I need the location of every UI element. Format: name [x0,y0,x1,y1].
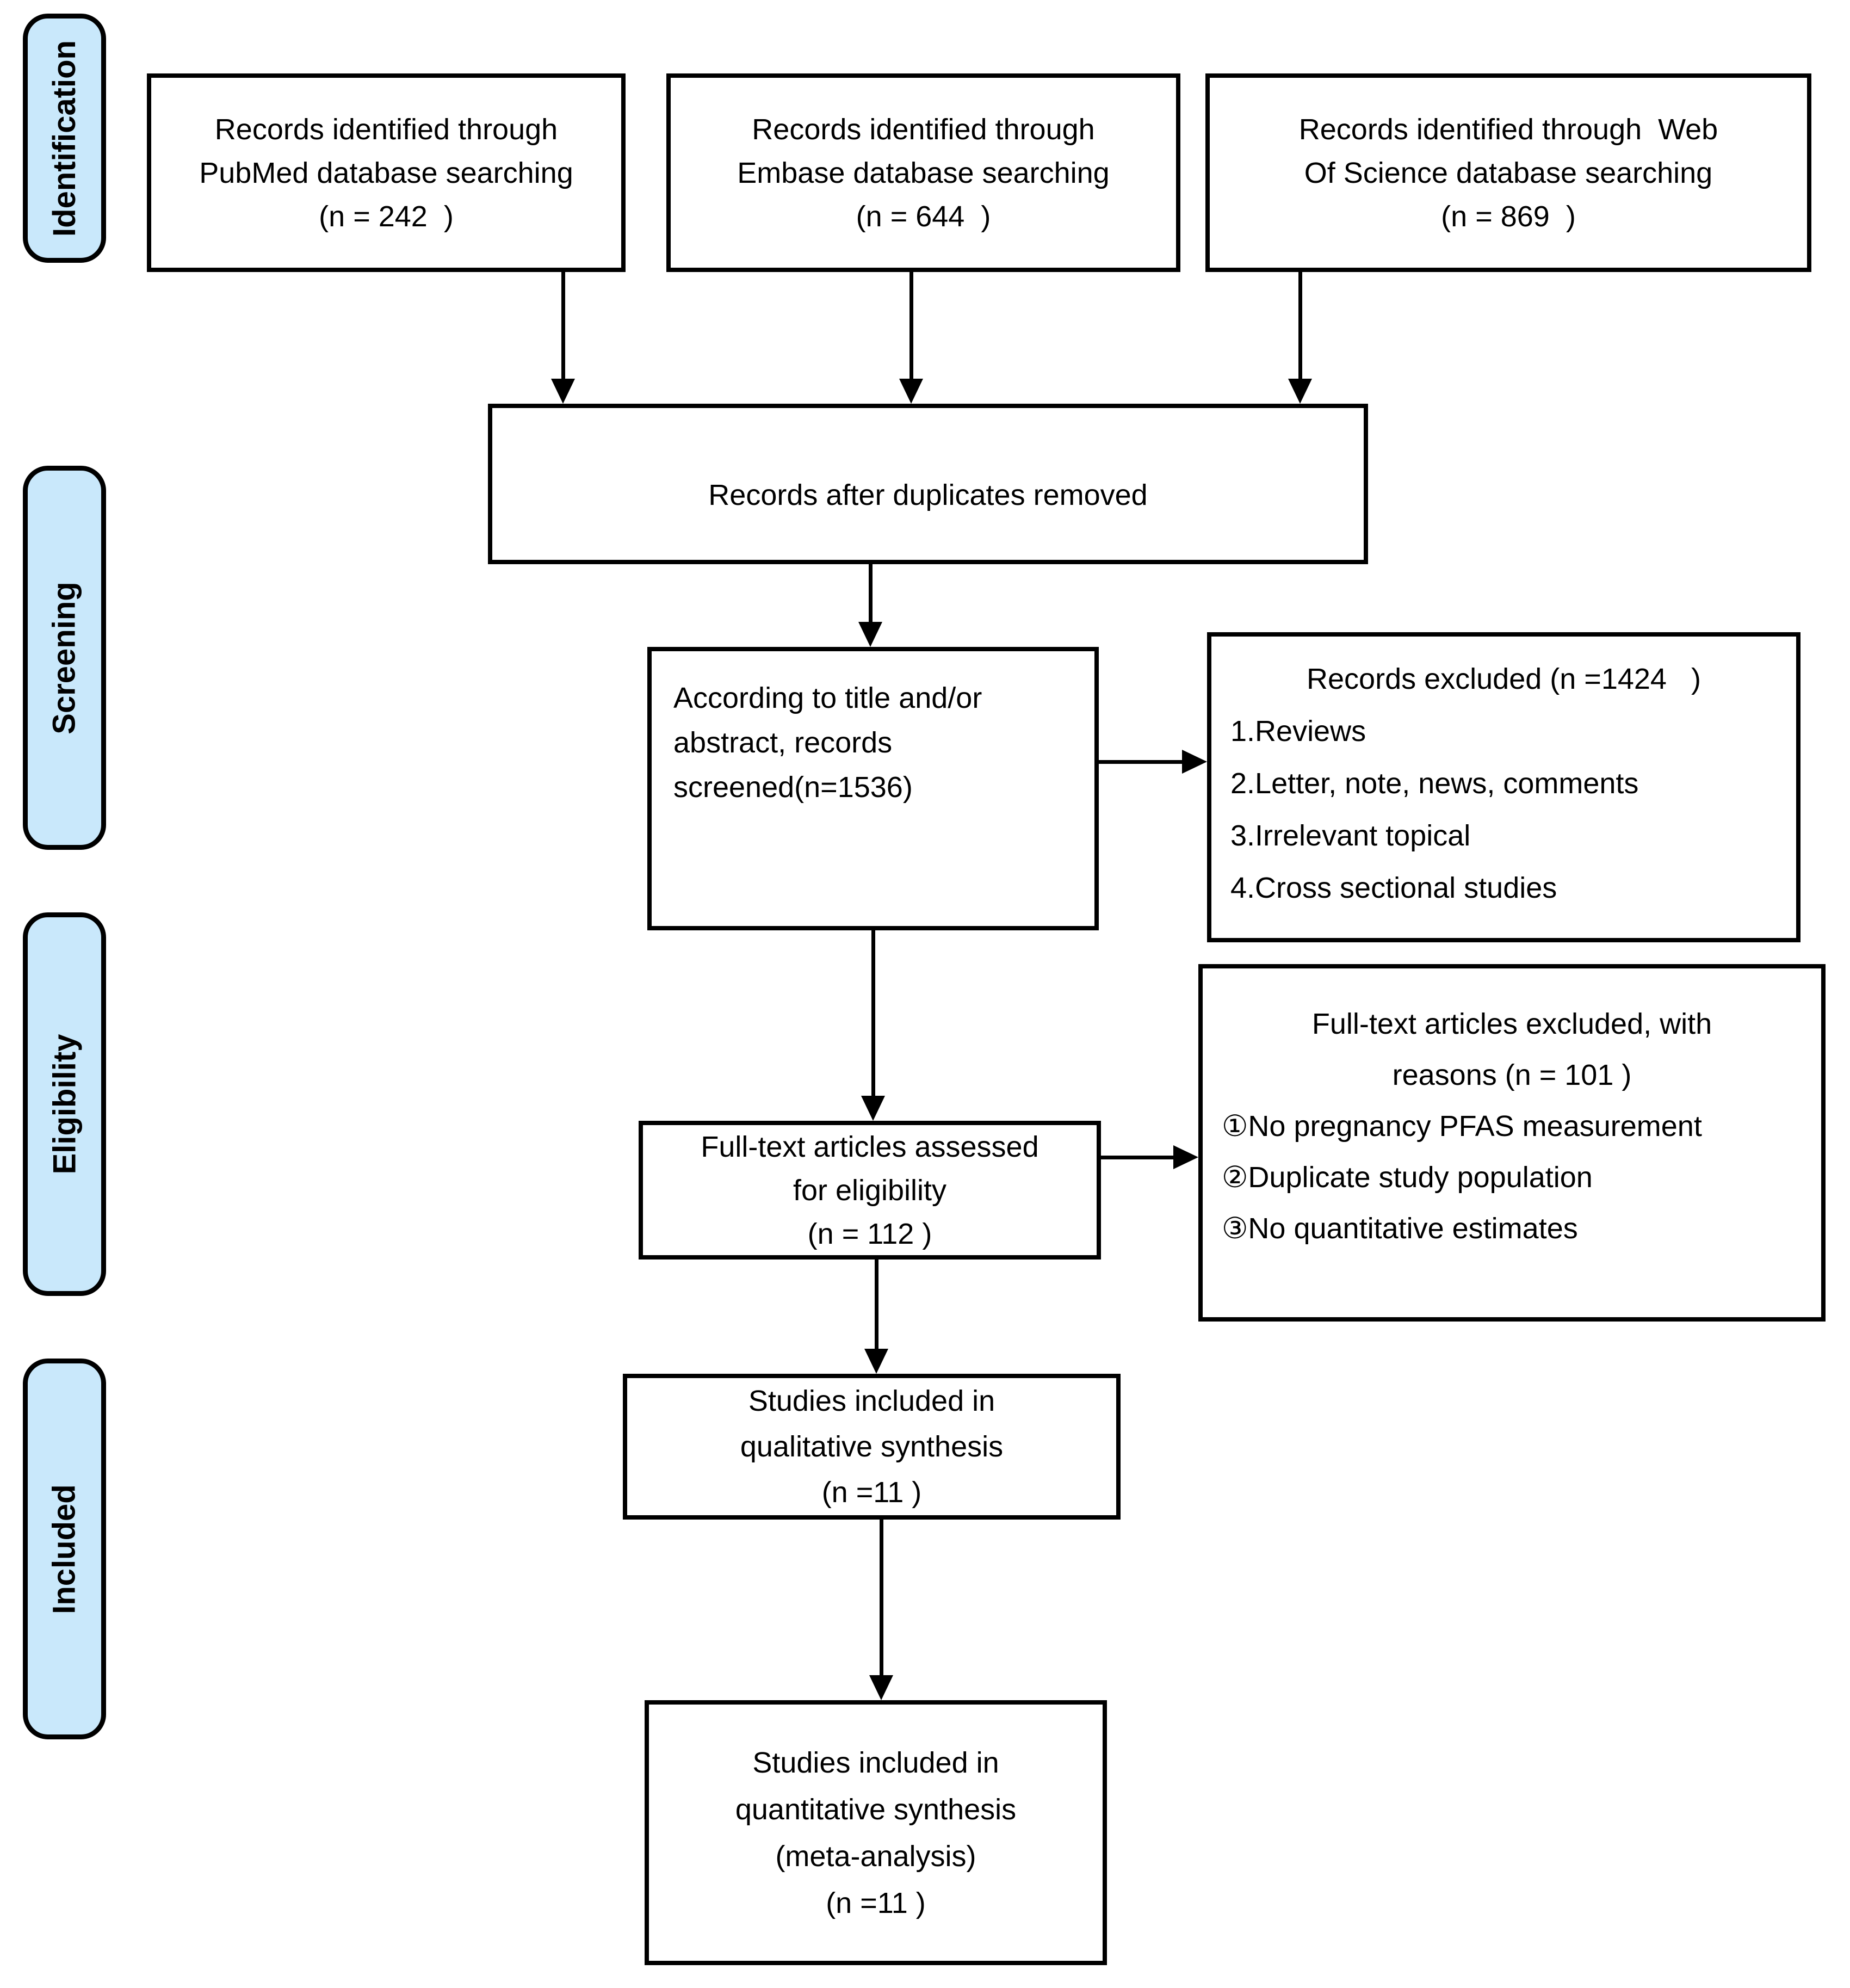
box-fulltext-excluded-title: Full-text articles excluded, with reason… [1311,1008,1712,1091]
arrow-line-fulltext-to-excluded [1101,1156,1173,1159]
box-records-embase-text: Records identified through Embase databa… [737,113,1110,233]
box-qualitative-synthesis: Studies included in qualitative synthesi… [623,1374,1121,1520]
arrow-line-duplicates-down [869,564,873,622]
stage-eligibility: Eligibility [23,912,106,1296]
stage-included: Included [23,1359,106,1739]
box-fulltext-assessed: Full-text articles assessed for eligibil… [639,1121,1101,1260]
box-fulltext-excluded-reasons: ①No pregnancy PFAS measurement ②Duplicat… [1222,1110,1702,1245]
box-records-web-of-science: Records identified through Web Of Scienc… [1205,73,1811,272]
box-quantitative-synthesis: Studies included in quantitative synthes… [645,1700,1107,1965]
stage-identification-label: Identification [47,40,83,237]
box-records-excluded-title: Records excluded (n =1424 ) [1307,663,1701,695]
stage-screening-label: Screening [47,581,82,734]
arrow-line-wos-down [1298,272,1302,379]
box-fulltext-assessed-text: Full-text articles assessed for eligibil… [701,1130,1039,1250]
stage-identification: Identification [23,14,106,263]
box-records-web-of-science-text: Records identified through Web Of Scienc… [1298,113,1718,233]
box-records-screened-text: According to title and/or abstract, reco… [673,682,982,804]
arrow-line-screened-down [871,930,875,1096]
box-records-excluded-reasons: 1.Reviews 2.Letter, note, news, comments… [1230,715,1639,904]
box-duplicates-removed-text: Records after duplicates removed [708,478,1148,511]
arrow-line-embase-down [909,272,913,379]
arrowhead-fulltext-to-excluded-icon [1173,1145,1198,1169]
box-duplicates-removed: Records after duplicates removed [488,404,1368,564]
box-qualitative-synthesis-text: Studies included in qualitative synthesi… [740,1385,1004,1509]
box-records-pubmed: Records identified through PubMed databa… [147,73,626,272]
arrowhead-screened-to-excluded-icon [1182,750,1207,774]
arrowhead-wos-down-icon [1288,379,1312,404]
arrow-line-pubmed-down [561,272,565,379]
box-records-embase: Records identified through Embase databa… [666,73,1180,272]
arrow-line-qualitative-down [880,1520,883,1675]
stage-included-label: Included [47,1484,82,1614]
box-records-screened: According to title and/or abstract, reco… [647,647,1099,930]
arrowhead-fulltext-down-icon [864,1349,888,1374]
arrowhead-pubmed-down-icon [551,379,575,404]
box-records-pubmed-text: Records identified through PubMed databa… [199,113,573,233]
stage-eligibility-label: Eligibility [47,1034,82,1175]
stage-screening: Screening [23,466,106,850]
arrowhead-duplicates-down-icon [858,622,882,647]
box-records-excluded: Records excluded (n =1424 ) 1.Reviews 2.… [1207,632,1800,942]
arrow-line-screened-to-excluded [1099,760,1182,764]
arrowhead-embase-down-icon [899,379,923,404]
arrowhead-screened-down-icon [861,1096,885,1121]
box-quantitative-synthesis-text: Studies included in quantitative synthes… [735,1746,1017,1919]
arrow-line-fulltext-down [875,1260,878,1349]
box-fulltext-excluded: Full-text articles excluded, with reason… [1198,964,1826,1322]
arrowhead-qualitative-down-icon [869,1675,893,1700]
